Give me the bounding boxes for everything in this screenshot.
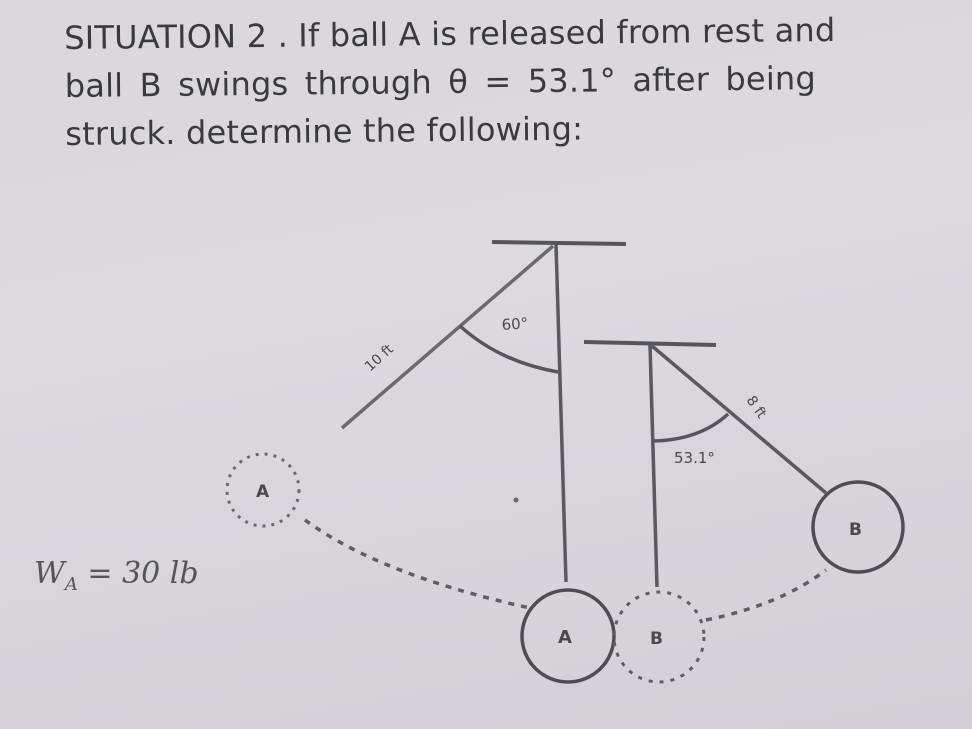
string-b-inclined: [650, 344, 828, 495]
angle-arc-b: [652, 412, 730, 443]
angle-arc-a: [458, 324, 559, 374]
angle-label-b: 53.1°: [674, 449, 715, 467]
angle-label-a: 60°: [501, 314, 529, 334]
trajectory-a: [303, 518, 531, 610]
trajectory-b: [705, 568, 828, 622]
ball-a: [520, 588, 616, 684]
ball-a-label: A: [558, 627, 572, 648]
string-a-vertical: [554, 243, 568, 583]
string-b-vertical: [648, 344, 659, 588]
ball-b-label: B: [849, 520, 862, 540]
support-bar-b: [583, 340, 717, 347]
ghost-ball-b: [612, 590, 706, 684]
weight-subscript: A: [64, 574, 78, 595]
support-bar-a: [491, 240, 627, 246]
length-label-a: 10 ft: [362, 341, 397, 375]
stray-mark: [513, 497, 519, 503]
ghost-ball-a-label: A: [256, 482, 270, 502]
string-a-inclined: [340, 244, 555, 430]
weight-value: = 30 lb: [87, 556, 199, 591]
ghost-ball-a: [225, 452, 301, 528]
length-label-b: 8 ft: [743, 393, 770, 422]
weight-symbol: W: [34, 556, 65, 591]
ghost-ball-b-label: B: [650, 629, 663, 649]
weight-label: WA = 30 lb: [34, 556, 199, 595]
ball-b: [811, 480, 905, 574]
